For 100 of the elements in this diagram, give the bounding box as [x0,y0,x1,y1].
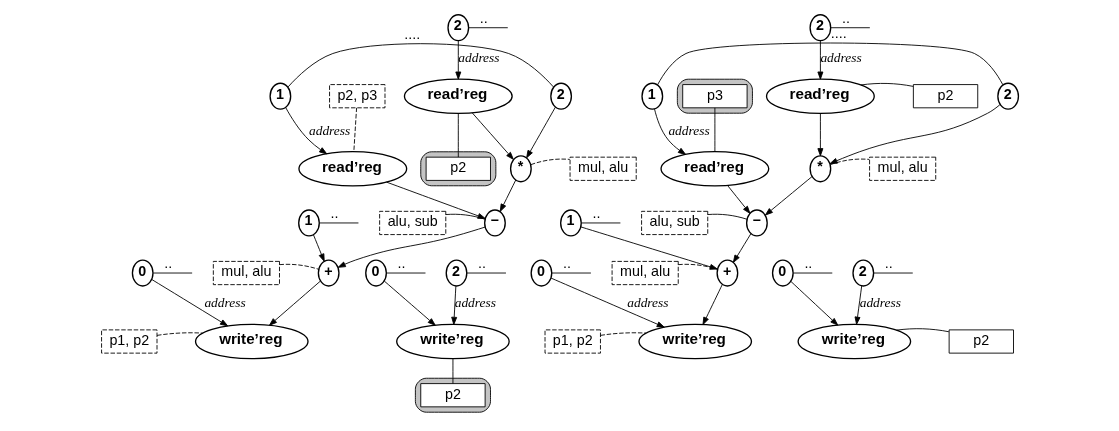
node-ellipse: read’reg [765,78,875,114]
node-ellipse: 0 [530,259,552,287]
connector [551,272,591,274]
edge-label: .. [397,255,406,272]
edge-label: .. [841,10,850,27]
arrow [525,106,556,159]
arrow [732,233,751,263]
edge-label: .... [830,25,847,42]
node-ellipse: 1 [297,209,320,237]
arrow [764,176,813,216]
node-ellipse: 1 [559,209,582,237]
arrow [312,234,325,262]
connector [152,272,193,274]
node-box: mul, alu [569,156,637,181]
arrow [702,283,723,325]
edge-label: address [819,50,862,66]
connector [467,27,508,29]
connector [287,43,554,88]
node-ellipse: + [715,259,738,287]
cluster [414,377,491,413]
arrow [268,280,321,326]
edge-label: .... [403,26,420,43]
arrow [454,40,461,80]
node-ellipse: 0 [364,259,387,287]
edge-label: address [454,295,496,311]
connector [318,222,359,224]
node-box: p2, p3 [328,84,385,109]
connector [599,332,646,336]
connector [829,158,870,166]
connector [156,332,203,336]
node-box: mul, alu [611,260,679,286]
node-ellipse: − [483,209,506,237]
connector [452,358,453,384]
node-ellipse: write’reg [194,323,309,360]
node-box: p2 [912,84,978,109]
connector [529,158,570,166]
node-box: p1, p2 [544,329,601,354]
arrow [499,179,516,212]
arrow [337,226,485,268]
node-ellipse: * [808,155,831,183]
node-ellipse: 2 [851,259,874,287]
connector [278,263,319,270]
node-ellipse: 0 [131,259,154,287]
connector [352,107,357,152]
node-ellipse: read’reg [403,78,513,114]
arrow [450,285,457,325]
edge-label: address [203,295,246,311]
connector [792,272,833,274]
cluster [676,78,753,114]
node-ellipse: read’reg [659,150,769,187]
node-ellipse: 0 [771,259,794,287]
node-ellipse: 2 [445,259,467,287]
connector [895,328,949,333]
node-ellipse: write’reg [797,323,911,360]
node-box: alu, sub [378,210,446,236]
node-ellipse: 2 [549,82,572,110]
node-box: mul, alu [868,156,936,181]
arrow [151,279,228,327]
connector [713,107,715,152]
connector [677,263,718,270]
arrow [284,107,327,155]
arrow [550,277,665,328]
connector [656,42,1003,86]
edge-label: address [667,122,710,138]
arrow [726,184,750,214]
edge-label: address [859,295,901,311]
edge-label: .. [884,255,893,272]
node-ellipse: 2 [996,82,1019,110]
arrow [471,112,514,160]
node-ellipse: 1 [640,82,663,110]
arrow [580,226,718,270]
connector [457,113,459,158]
edge-label: .. [330,205,339,222]
node-ellipse: − [745,209,768,237]
arrow [854,285,862,325]
connector [466,272,506,274]
connector [860,82,914,87]
node-ellipse: read’reg [297,150,407,187]
node-ellipse: write’reg [395,323,510,360]
arrow [383,280,436,326]
arrow [653,108,686,155]
cluster [419,151,496,187]
node-box: alu, sub [640,210,708,236]
edge-label: .. [477,255,486,272]
node-ellipse: 1 [268,82,291,110]
connector [872,272,913,274]
node-ellipse: + [317,259,340,287]
arrow [829,104,1000,165]
connector [580,222,621,224]
connector [830,27,870,29]
edge-label: .. [479,10,488,27]
node-ellipse: 2 [808,14,831,42]
edge-label: .. [562,255,571,272]
arrow [816,40,823,80]
connector [706,213,747,220]
edge-label: .. [592,205,600,222]
connector [385,272,426,274]
node-box: p2 [948,329,1014,354]
node-box: p3 [681,84,748,109]
node-box: p2 [419,383,486,408]
